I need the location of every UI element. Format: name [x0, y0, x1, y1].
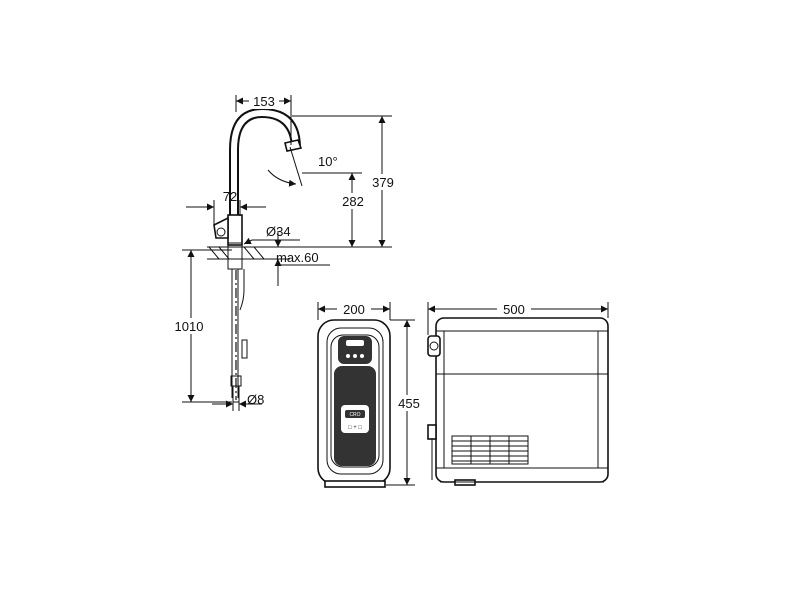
panel-button-text: □ + □ [348, 425, 362, 431]
dim-spout-angle: 10° [318, 154, 338, 169]
dim-spout-height: 282 [342, 194, 364, 209]
boiler-side-view [427, 317, 609, 486]
boiler-side-dimensions: 500 [427, 301, 609, 335]
dim-boiler-height: 455 [398, 396, 420, 411]
dim-counter-thickness: max.60 [276, 250, 319, 265]
panel-logo-text: CRO [349, 412, 360, 418]
dim-spout-width: 153 [253, 94, 275, 109]
faucet-dimensions: 153 379 282 10° 72 Ø34 max.60 [168, 93, 398, 411]
faucet-spout [237, 115, 293, 228]
vent-grille [451, 435, 529, 465]
boiler-front-view: CRO □ + □ [317, 319, 391, 488]
dim-total-height: 379 [372, 175, 394, 190]
dim-hose-diameter: Ø8 [247, 392, 264, 407]
dim-hose-length: 1010 [175, 319, 204, 334]
dim-handle-offset: 72 [223, 189, 237, 204]
faucet-hose [231, 269, 245, 398]
dim-boiler-depth: 200 [343, 302, 365, 317]
boiler-front-dimensions: 200 455 [317, 301, 425, 486]
dim-boiler-width: 500 [503, 302, 525, 317]
